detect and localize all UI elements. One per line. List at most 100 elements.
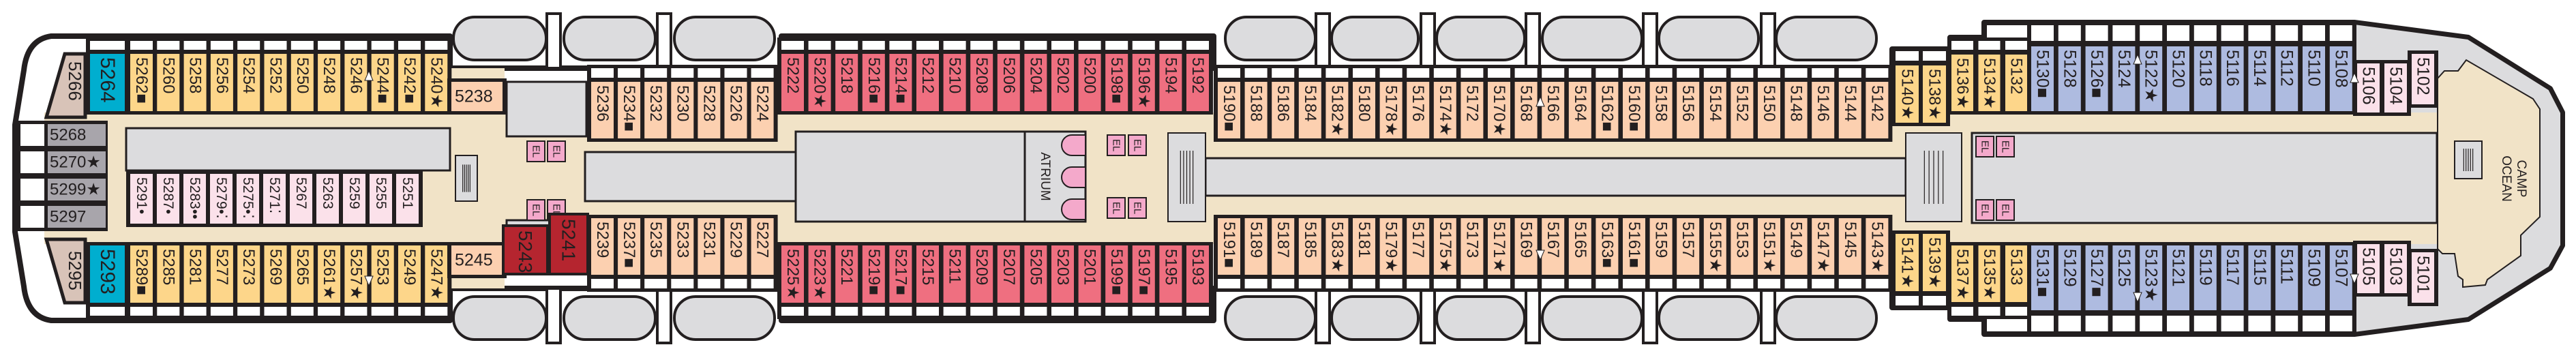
cabin-box[interactable] xyxy=(370,174,392,224)
cabin-5264[interactable]: 5264 xyxy=(90,54,125,111)
cabin-5265[interactable]: 5265 xyxy=(290,245,314,303)
cabin-box[interactable] xyxy=(1186,54,1209,111)
cabin-5271[interactable]: 5271⁚ xyxy=(263,174,286,224)
cabin-box[interactable] xyxy=(1568,218,1591,275)
cabin-box[interactable] xyxy=(290,245,314,303)
cabin-box[interactable] xyxy=(264,54,287,111)
cabin-box[interactable] xyxy=(1326,82,1349,138)
cabin-5156[interactable]: 5156 xyxy=(1677,82,1700,138)
cabin-box[interactable] xyxy=(1978,55,2001,111)
cabin-box[interactable] xyxy=(2248,46,2271,111)
cabin-box[interactable] xyxy=(1132,245,1155,303)
cabin-5124[interactable]: 5124 xyxy=(2112,46,2136,111)
cabin-box[interactable] xyxy=(1838,82,1861,138)
cabin-5177[interactable]: 5177 xyxy=(1407,218,1430,275)
cabin-5197[interactable]: 5197■ xyxy=(1132,245,1155,303)
cabin-5133[interactable]: 5133 xyxy=(2005,245,2027,302)
cabin-5142[interactable]: 5142 xyxy=(1866,82,1889,138)
cabin-5248[interactable]: 5248 xyxy=(318,54,341,111)
cabin-5262[interactable]: 5262■ xyxy=(130,54,153,111)
elevator[interactable]: EL xyxy=(1128,134,1147,156)
cabin-box[interactable] xyxy=(916,245,939,303)
cabin-5103[interactable]: 5103 xyxy=(2384,244,2407,293)
cabin-5228[interactable]: 5228 xyxy=(698,82,721,138)
elevator[interactable]: EL xyxy=(1975,136,1994,158)
cabin-5259[interactable]: 5259 xyxy=(343,174,365,224)
cabin-box[interactable] xyxy=(398,245,421,303)
elevator-box[interactable] xyxy=(1128,197,1147,219)
cabin-box[interactable] xyxy=(1218,218,1240,275)
cabin-5125[interactable]: 5125 xyxy=(2112,245,2136,310)
cabin-5252[interactable]: 5252 xyxy=(264,54,287,111)
cabin-box[interactable] xyxy=(1105,245,1128,303)
elevator-box[interactable] xyxy=(1107,197,1126,219)
cabin-box[interactable] xyxy=(1596,82,1619,138)
cabin-5287[interactable]: 5287• xyxy=(157,174,179,224)
cabin-box[interactable] xyxy=(751,218,774,275)
cabin-5132[interactable]: 5132 xyxy=(2005,55,2027,111)
elevator[interactable]: EL xyxy=(526,199,545,221)
elevator-box[interactable] xyxy=(1975,136,1994,158)
cabin-5202[interactable]: 5202 xyxy=(1051,54,1074,111)
cabin-box[interactable] xyxy=(1488,218,1510,275)
cabin-5134[interactable]: 5134★ xyxy=(1978,55,2001,111)
cabin-5157[interactable]: 5157 xyxy=(1677,218,1700,275)
elevator[interactable]: EL xyxy=(1107,134,1126,156)
cabin-5149[interactable]: 5149 xyxy=(1784,218,1808,275)
cabin-box[interactable] xyxy=(371,245,394,303)
cabin-5110[interactable]: 5110 xyxy=(2303,46,2325,111)
cabin-box[interactable] xyxy=(2140,245,2163,310)
elevator-box[interactable] xyxy=(1996,199,2015,221)
cabin-5187[interactable]: 5187 xyxy=(1272,218,1295,275)
cabin-box[interactable] xyxy=(1078,54,1101,111)
cabin-5126[interactable]: 5126■ xyxy=(2085,46,2108,111)
cabin-box[interactable] xyxy=(781,54,804,111)
cabin-box[interactable] xyxy=(2058,46,2081,111)
cabin-5101[interactable]: 5101 xyxy=(2412,252,2434,303)
elevator-box[interactable] xyxy=(526,199,545,221)
cabin-5232[interactable]: 5232 xyxy=(644,82,668,138)
cabin-5277[interactable]: 5277 xyxy=(210,245,233,303)
cabin-5210[interactable]: 5210 xyxy=(943,54,966,111)
cabin-5119[interactable]: 5119 xyxy=(2193,245,2217,310)
cabin-5116[interactable]: 5116 xyxy=(2221,46,2244,111)
cabin-box[interactable] xyxy=(451,245,503,275)
cabin-5219[interactable]: 5219■ xyxy=(862,245,885,303)
cabin-box[interactable] xyxy=(290,174,312,224)
cabin-5215[interactable]: 5215 xyxy=(916,245,939,303)
cabin-box[interactable] xyxy=(2140,46,2163,111)
cabin-box[interactable] xyxy=(1896,65,1919,123)
cabin-5109[interactable]: 5109 xyxy=(2303,245,2325,310)
cabin-box[interactable] xyxy=(751,82,774,138)
cabin-box[interactable] xyxy=(318,54,341,111)
cabin-box[interactable] xyxy=(1379,218,1403,275)
cabin-5172[interactable]: 5172 xyxy=(1461,82,1484,138)
cabin-box[interactable] xyxy=(1758,218,1780,275)
cabin-5226[interactable]: 5226 xyxy=(724,82,747,138)
cabin-box[interactable] xyxy=(618,82,641,138)
cabin-box[interactable] xyxy=(781,245,804,303)
cabin-5154[interactable]: 5154 xyxy=(1703,82,1726,138)
cabin-box[interactable] xyxy=(1159,245,1182,303)
cabin-5176[interactable]: 5176 xyxy=(1407,82,1430,138)
elevator[interactable]: EL xyxy=(547,140,566,162)
cabin-5273[interactable]: 5273 xyxy=(237,245,260,303)
cabin-box[interactable] xyxy=(2357,244,2380,293)
cabin-5223[interactable]: 5223★ xyxy=(808,245,831,303)
cabin-box[interactable] xyxy=(316,174,339,224)
cabin-box[interactable] xyxy=(1433,218,1456,275)
cabin-box[interactable] xyxy=(505,227,546,273)
cabin-5257[interactable]: 5257★ xyxy=(344,245,368,303)
cabin-box[interactable] xyxy=(1838,218,1861,275)
cabin-5120[interactable]: 5120 xyxy=(2167,46,2189,111)
cabin-5285[interactable]: 5285 xyxy=(157,245,180,303)
cabin-5230[interactable]: 5230 xyxy=(671,82,694,138)
cabin-box[interactable] xyxy=(2193,46,2217,111)
cabin-box[interactable] xyxy=(237,245,260,303)
cabin-5192[interactable]: 5192 xyxy=(1186,54,1209,111)
cabin-5146[interactable]: 5146 xyxy=(1812,82,1835,138)
cabin-box[interactable] xyxy=(1542,218,1565,275)
cabin-box[interactable] xyxy=(237,174,259,224)
cabin-5161[interactable]: 5161■ xyxy=(1623,218,1645,275)
cabin-5167[interactable]: 5167 xyxy=(1542,218,1565,275)
